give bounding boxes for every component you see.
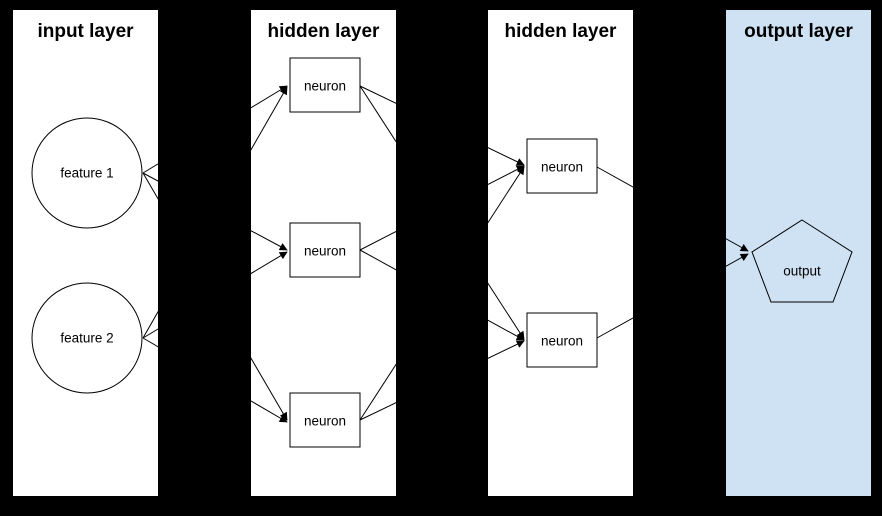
node-h2-neuron-1 [526,138,598,194]
edge-input1-h1n1 [142,85,288,174]
node-h1-neuron-3 [289,392,361,448]
edge-h1n2-h2n2 [359,249,525,341]
edge-input1-h1n3 [142,172,288,421]
edge-h1n2-h2n1 [359,165,525,251]
node-h1-neuron-1 [289,57,361,113]
edge-h2n1-output [596,166,749,252]
node-feature-2 [31,282,143,394]
input-layer-title: input layer [37,21,134,42]
node-h2-neuron-1-label: neuron [541,160,583,175]
hidden-layer-2-title: hidden layer [505,21,618,42]
edge-h1n3-h2n2 [359,340,525,421]
node-h2-neuron-2 [526,312,598,368]
edge-h2n2-output [596,253,749,339]
node-output-pentagon [751,219,853,303]
edge-input2-h1n3 [142,337,288,423]
edge-input2-h1n2 [142,251,288,339]
node-output-label: output [783,264,821,279]
node-feature-1-label: feature 1 [60,166,113,181]
panel-input-layer [13,10,158,496]
edge-h1n3-h2n1 [359,166,525,421]
hidden-layer-1-title: hidden layer [268,21,381,42]
edge-h1n1-h2n2 [359,85,525,340]
edge-input2-h1n1 [142,86,288,339]
output-layer-title: output layer [744,21,853,42]
edge-group [142,85,749,423]
panel-hidden-layer-2 [488,10,633,496]
edge-h1n1-h2n1 [359,85,525,166]
node-h1-neuron-1-label: neuron [304,79,346,94]
node-h1-neuron-3-label: neuron [304,414,346,429]
node-feature-1 [31,117,143,229]
node-feature-2-label: feature 2 [60,331,113,346]
node-h1-neuron-2 [289,222,361,278]
node-h1-neuron-2-label: neuron [304,244,346,259]
node-h2-neuron-2-label: neuron [541,334,583,349]
